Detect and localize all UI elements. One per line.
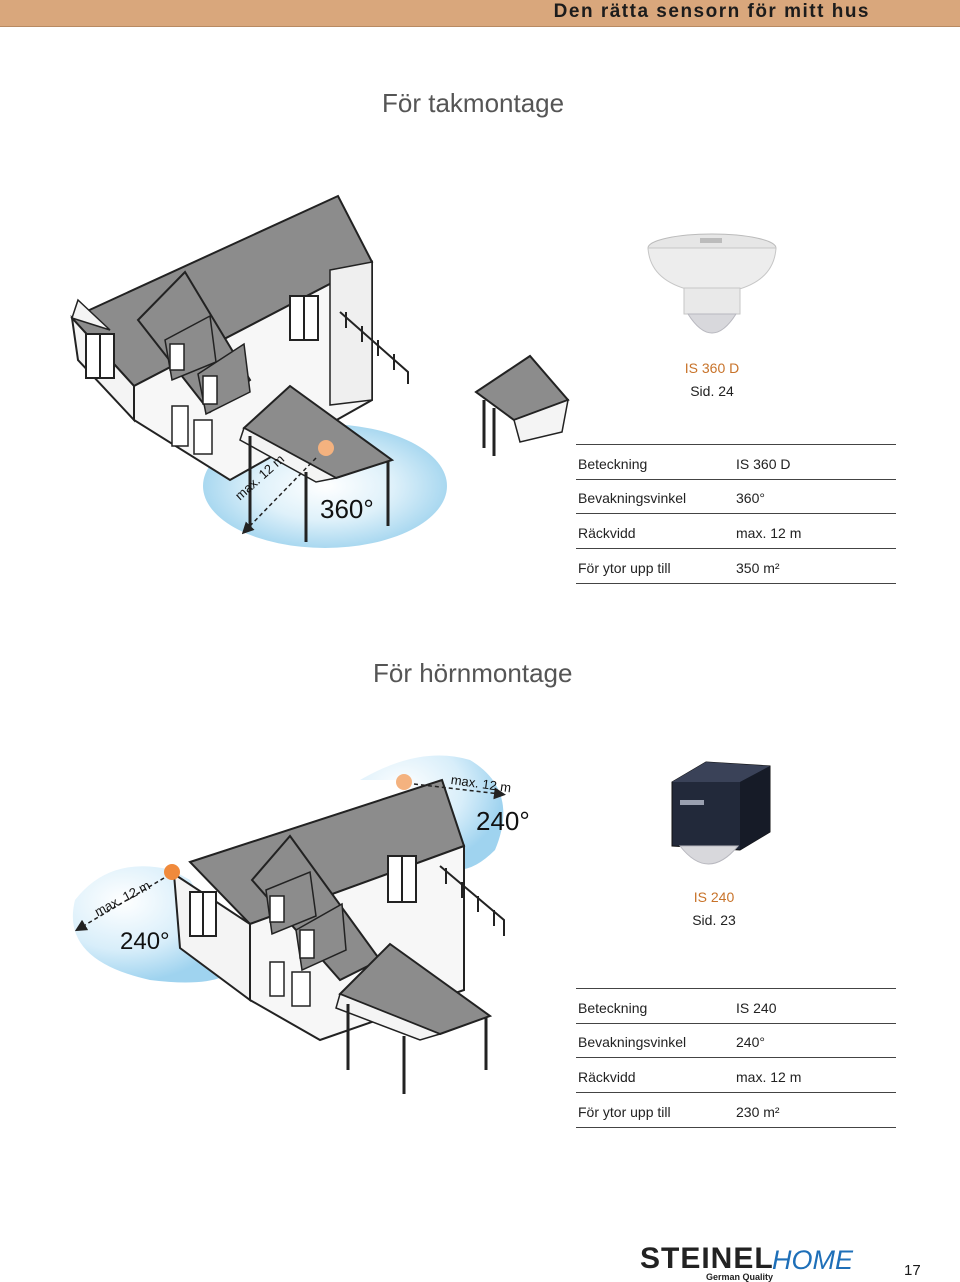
sensor-dot-corner	[164, 864, 180, 880]
brand-tagline: German Quality	[706, 1272, 774, 1282]
spec-value: max. 12 m	[736, 525, 802, 541]
product-name-1: IS 360 D	[684, 360, 740, 376]
spec-key: Beteckning	[578, 456, 648, 472]
spec-row: Beteckning IS 240	[576, 988, 896, 1024]
spec-value: 360°	[736, 490, 765, 506]
spec-row: Räckvidd max. 12 m	[576, 514, 896, 549]
product-page-ref-2: Sid. 23	[692, 912, 736, 928]
spec-row: Bevakningsvinkel 240°	[576, 1023, 896, 1058]
header-bar: Den rätta sensorn för mitt hus	[0, 0, 960, 27]
sensor-dot-ceiling	[318, 440, 334, 456]
spec-key: Bevakningsvinkel	[578, 1034, 687, 1050]
spec-row: För ytor upp till 350 m²	[576, 549, 896, 584]
spec-row: Räckvidd max. 12 m	[576, 1058, 896, 1093]
spec-value: max. 12 m	[736, 1069, 802, 1085]
brand-logo: STEINEL HOME German Quality	[640, 1242, 880, 1282]
section-title-ceiling: För takmontage	[382, 88, 565, 118]
section-title-corner: För hörnmontage	[373, 658, 573, 688]
coverage-angle-label-1: 360°	[320, 494, 374, 524]
spec-value: 230 m²	[736, 1104, 780, 1120]
spec-key: För ytor upp till	[578, 1104, 671, 1120]
page-number: 17	[904, 1262, 921, 1279]
sensor-dot-top	[396, 774, 412, 790]
brand-suffix: HOME	[772, 1245, 853, 1275]
header-title: Den rätta sensorn för mitt hus	[553, 1, 870, 22]
spec-value: 350 m²	[736, 560, 780, 576]
product-image-is240	[671, 761, 771, 865]
product-page-ref-1: Sid. 24	[690, 383, 734, 399]
coverage-angle-label-left: 240°	[120, 928, 170, 955]
coverage-angle-label-top: 240°	[476, 806, 530, 836]
spec-value: 240°	[736, 1034, 765, 1050]
product-name-2: IS 240	[693, 889, 735, 905]
spec-key: Räckvidd	[578, 1069, 636, 1085]
spec-key: Bevakningsvinkel	[578, 490, 687, 506]
spec-key: Beteckning	[578, 1000, 648, 1016]
product-image-is360d	[647, 233, 777, 334]
house-2	[72, 755, 506, 1094]
spec-row: För ytor upp till 230 m²	[576, 1093, 896, 1128]
brand-name: STEINEL	[640, 1242, 774, 1275]
spec-value: IS 240	[736, 1000, 777, 1016]
spec-value: IS 360 D	[736, 456, 791, 472]
house-1	[70, 194, 570, 548]
spec-row: Beteckning IS 360 D	[576, 444, 896, 480]
spec-key: För ytor upp till	[578, 560, 671, 576]
spec-key: Räckvidd	[578, 525, 636, 541]
spec-row: Bevakningsvinkel 360°	[576, 479, 896, 514]
